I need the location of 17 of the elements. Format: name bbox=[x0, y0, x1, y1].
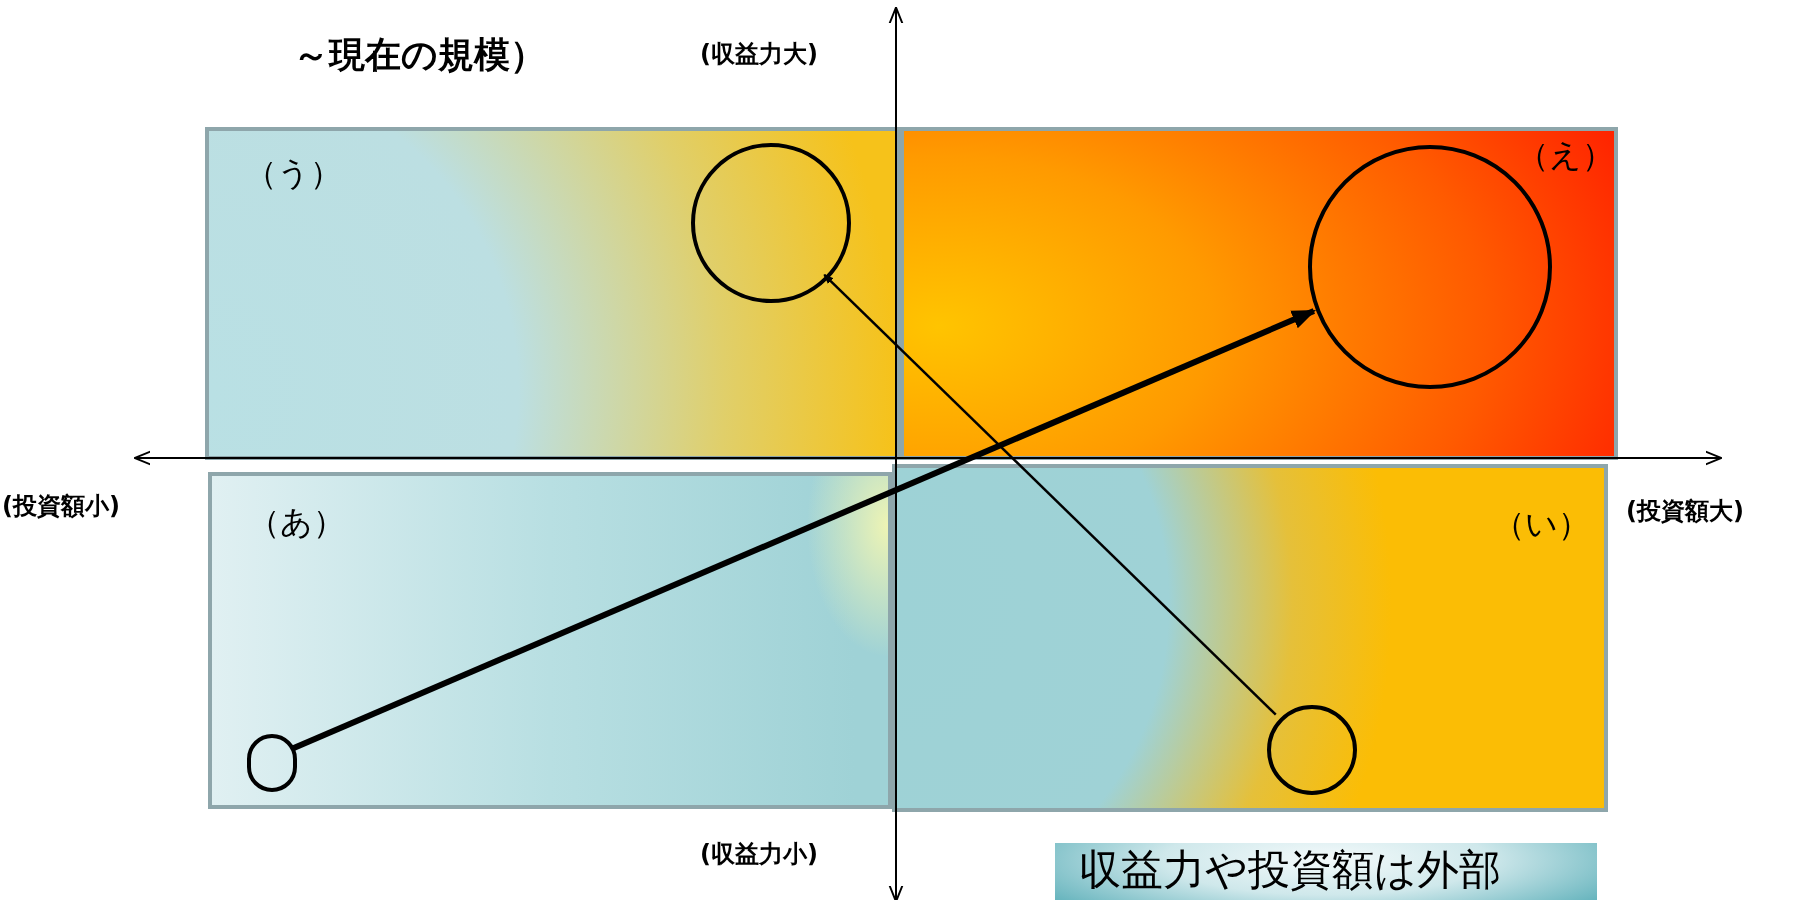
axis-label: (投資額大) bbox=[1626, 496, 1744, 527]
axis-label: (投資額小) bbox=[2, 491, 120, 522]
quadrant-label: （え） bbox=[1517, 135, 1614, 175]
note-text: 収益力や投資額は外部 bbox=[1079, 845, 1502, 895]
arrow bbox=[823, 273, 1277, 716]
quadrant-label: （あ） bbox=[248, 502, 345, 542]
arrow bbox=[290, 308, 1317, 752]
axis-label: (収益力大) bbox=[700, 39, 818, 70]
title-fragment: ～現在の規模） bbox=[293, 33, 546, 77]
axis-label: (収益力小) bbox=[700, 839, 818, 870]
quadrant-label: （う） bbox=[245, 153, 342, 193]
quadrant-panel bbox=[892, 464, 1608, 812]
quadrant-label: （い） bbox=[1493, 504, 1590, 544]
quadrant-panel bbox=[205, 127, 900, 460]
quadrant-panel bbox=[208, 472, 892, 809]
note-box bbox=[1055, 843, 1597, 900]
quadrant-panel bbox=[900, 127, 1618, 460]
